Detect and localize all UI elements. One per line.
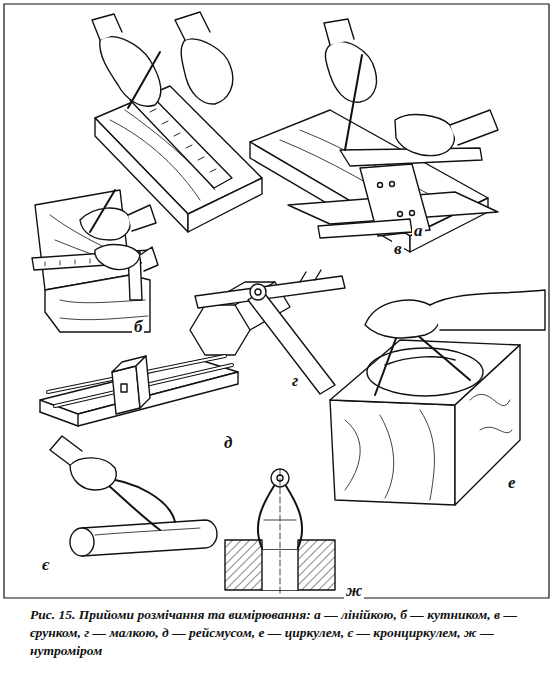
figure-letter: д — [222, 434, 234, 451]
figure-letter: е — [506, 474, 518, 491]
figure-letter: б — [132, 318, 144, 335]
figure-caption: Рис. 15. Прийоми розмічання та вимірюван… — [30, 606, 530, 661]
try-square-marking — [32, 190, 158, 332]
figure-letter: а — [412, 222, 425, 239]
figure-letter: г — [290, 372, 300, 389]
marking-gauge — [40, 356, 238, 426]
calipers-cylinder — [50, 436, 217, 556]
board-ruler-right — [250, 19, 498, 252]
inside-calipers — [225, 469, 335, 596]
figure-letter: ж — [344, 582, 364, 599]
t-square — [288, 164, 498, 238]
compass-box — [330, 290, 545, 505]
figure-letter: в — [392, 240, 404, 257]
figure-letter: є — [40, 556, 51, 573]
